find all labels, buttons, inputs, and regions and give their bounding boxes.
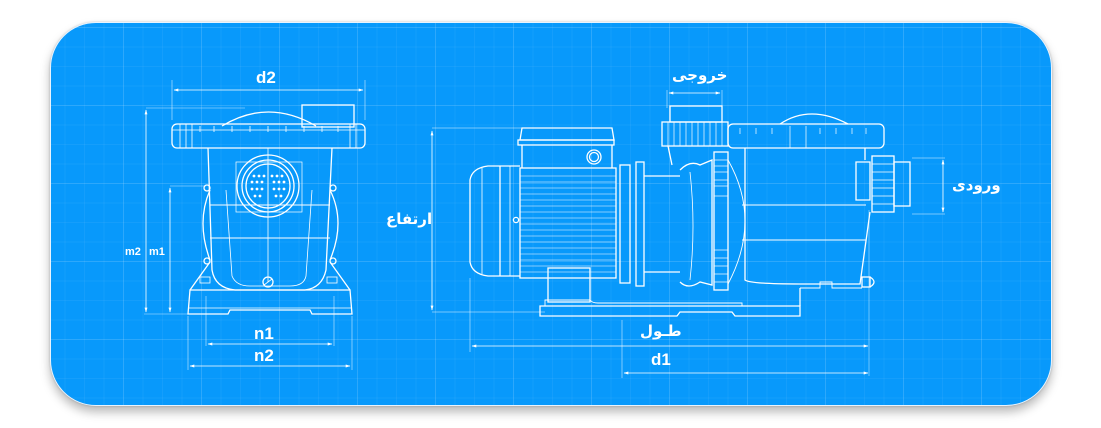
front-view bbox=[144, 80, 366, 370]
label-outlet: خروجی bbox=[672, 66, 728, 84]
label-n2: n2 bbox=[254, 346, 274, 365]
label-length: طـول bbox=[640, 322, 682, 340]
label-inlet: ورودی bbox=[952, 176, 1001, 194]
side-view bbox=[430, 90, 945, 378]
label-d1: d1 bbox=[651, 350, 671, 369]
label-height: ارتفاع bbox=[386, 210, 433, 228]
label-m1: m1 bbox=[149, 246, 165, 258]
label-n1: n1 bbox=[254, 324, 274, 343]
label-m2: m2 bbox=[125, 246, 141, 258]
label-d2: d2 bbox=[256, 68, 276, 87]
blueprint-card bbox=[50, 22, 1052, 406]
